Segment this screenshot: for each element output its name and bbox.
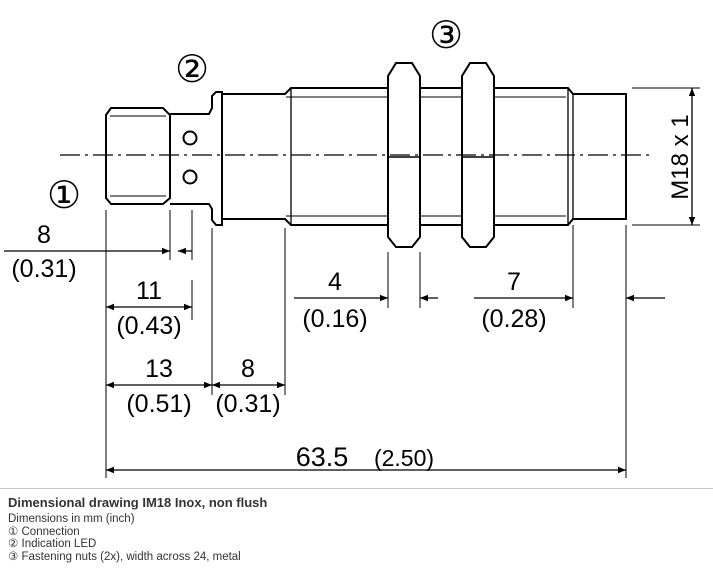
caption-legend-indication-led: ② Indication LED — [8, 538, 97, 550]
indication-led-lower — [182, 169, 198, 185]
caption-legend-fastening-nuts: ③ Fastening nuts (2x), width across 24, … — [8, 550, 241, 563]
dim-4-in: (0.16) — [302, 305, 367, 333]
callout-connection: ① — [47, 175, 81, 217]
dim-total-in: (2.50) — [374, 445, 434, 471]
indication-led-upper — [182, 130, 198, 146]
callout-fastening-nuts: ③ — [429, 15, 463, 57]
dim-11-mm: 11 — [136, 277, 162, 305]
fastening-nut-2 — [461, 62, 495, 248]
dim-total-mm: 63.5 — [296, 442, 349, 472]
dim-8b-in: (0.31) — [215, 390, 280, 418]
dim-7-mm: 7 — [507, 268, 521, 296]
dim-7-in: (0.28) — [481, 305, 546, 333]
dimensional-drawing: ① ② ③ M18 x 1 8 (0.31) 11 (0.43) 13 (0.5… — [4, 15, 700, 478]
caption-title: Dimensional drawing IM18 Inox, non flush — [8, 495, 268, 510]
callout-indication-led: ② — [175, 49, 209, 91]
dim-8b-mm: 8 — [241, 355, 255, 383]
thread-label: M18 x 1 — [667, 114, 694, 199]
threaded-body — [222, 87, 627, 226]
caption: Dimensional drawing IM18 Inox, non flush… — [8, 494, 708, 563]
dimension-lines — [4, 88, 696, 474]
dim-11-in: (0.43) — [116, 312, 181, 340]
caption-divider — [0, 488, 713, 489]
connector-thread — [105, 107, 171, 205]
extension-lines — [105, 87, 700, 478]
led-housing — [170, 91, 223, 226]
dim-13-in: (0.51) — [126, 390, 191, 418]
dim-8a-mm: 8 — [37, 221, 51, 249]
caption-units-note: Dimensions in mm (inch) — [8, 513, 135, 525]
dim-8a-in: (0.31) — [11, 255, 76, 283]
caption-legend-connection: ① Connection — [8, 525, 80, 538]
dim-4-mm: 4 — [328, 268, 342, 296]
dim-13-mm: 13 — [145, 355, 173, 383]
